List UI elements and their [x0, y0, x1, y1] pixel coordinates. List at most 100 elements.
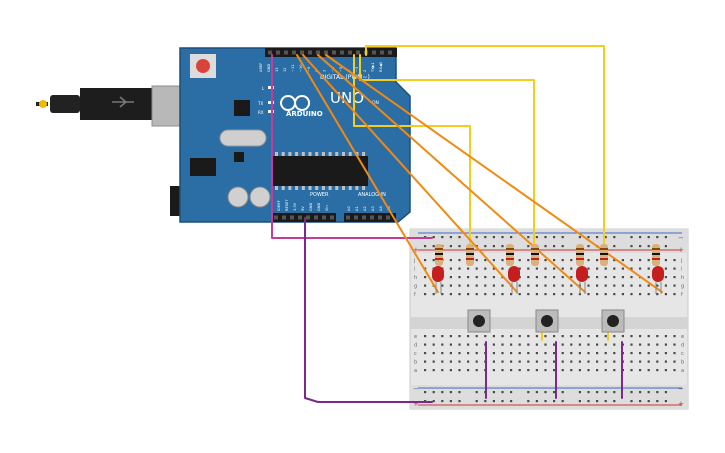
rail-hole	[441, 391, 444, 394]
resistor-4[interactable]	[435, 244, 443, 266]
terminal-hole	[544, 335, 547, 338]
terminal-hole	[596, 259, 599, 262]
rail-hole	[639, 400, 642, 403]
terminal-hole	[527, 284, 530, 287]
terminal-hole	[630, 284, 633, 287]
rail-hole	[492, 245, 495, 248]
terminal-hole	[639, 343, 642, 346]
rail-hole	[527, 245, 530, 248]
terminal-hole	[613, 284, 616, 287]
terminal-hole	[449, 293, 452, 296]
terminal-hole	[647, 369, 650, 372]
terminal-hole	[424, 352, 427, 355]
terminal-hole	[518, 293, 521, 296]
terminal-hole	[561, 293, 564, 296]
rail-hole	[613, 236, 616, 239]
rail-hole	[596, 400, 599, 403]
terminal-hole	[544, 284, 547, 287]
terminal-hole	[596, 343, 599, 346]
terminal-hole	[621, 259, 624, 262]
terminal-hole	[613, 267, 616, 270]
terminal-hole	[441, 360, 444, 363]
usb-plug-body	[80, 88, 152, 120]
terminal-hole	[475, 284, 478, 287]
terminal-hole	[647, 259, 650, 262]
terminal-hole	[664, 360, 667, 363]
reset-button[interactable]	[196, 59, 210, 73]
terminal-hole	[518, 335, 521, 338]
row-letter: g	[681, 284, 684, 290]
chip-pin	[275, 152, 278, 156]
rail-hole	[596, 391, 599, 394]
pushbutton-1[interactable]	[467, 309, 491, 333]
terminal-hole	[492, 284, 495, 287]
terminal-hole	[621, 267, 624, 270]
chip-pin	[315, 152, 319, 156]
resistor-2[interactable]	[531, 244, 539, 266]
terminal-hole	[553, 369, 556, 372]
terminal-hole	[561, 360, 564, 363]
terminal-hole	[596, 352, 599, 355]
power-label: POWER	[310, 192, 329, 198]
terminal-hole	[553, 352, 556, 355]
terminal-hole	[570, 293, 573, 296]
rail-hole	[561, 391, 564, 394]
terminal-hole	[467, 352, 470, 355]
terminal-hole	[639, 293, 642, 296]
terminal-hole	[544, 293, 547, 296]
led-red-2[interactable]	[508, 266, 520, 294]
terminal-hole	[458, 276, 461, 279]
rail-hole	[647, 245, 650, 248]
resistor-3[interactable]	[600, 244, 608, 266]
pin-label: RX◀0	[379, 61, 383, 72]
rail-hole	[656, 400, 659, 403]
rail-hole	[458, 400, 461, 403]
terminal-hole	[596, 267, 599, 270]
led-red-1[interactable]	[432, 266, 444, 294]
chip-pin	[355, 186, 359, 190]
rail-hole	[484, 236, 487, 239]
resistor-1[interactable]	[466, 244, 474, 266]
terminal-hole	[621, 293, 624, 296]
terminal-hole	[458, 284, 461, 287]
terminal-hole	[484, 335, 487, 338]
resistor-5[interactable]	[506, 244, 514, 266]
rail-hole	[630, 400, 633, 403]
terminal-hole	[518, 284, 521, 287]
rail-hole	[561, 400, 564, 403]
rail-hole	[527, 400, 530, 403]
terminal-hole	[630, 343, 633, 346]
bottom-rail-minus-sign: −	[413, 385, 419, 393]
led-tx-label: TX	[257, 101, 263, 106]
terminal-hole	[492, 276, 495, 279]
rail-hole	[501, 245, 504, 248]
terminal-hole	[510, 293, 513, 296]
header-hole	[282, 215, 286, 220]
rail-hole	[432, 245, 435, 248]
terminal-hole	[544, 276, 547, 279]
pushbutton-3[interactable]	[601, 309, 625, 333]
rail-hole	[587, 400, 590, 403]
resistor-7[interactable]	[652, 244, 660, 266]
terminal-hole	[535, 352, 538, 355]
terminal-hole	[561, 259, 564, 262]
terminal-hole	[664, 343, 667, 346]
rail-hole	[441, 236, 444, 239]
pushbutton-2[interactable]	[535, 309, 559, 333]
terminal-hole	[570, 343, 573, 346]
terminal-hole	[424, 259, 427, 262]
row-letter: e	[681, 334, 684, 340]
rail-hole	[475, 391, 478, 394]
led-red-3[interactable]	[576, 266, 588, 294]
header-hole	[372, 50, 376, 55]
terminal-hole	[527, 369, 530, 372]
terminal-hole	[535, 276, 538, 279]
led-red-4[interactable]	[652, 266, 664, 294]
resistor-6[interactable]	[576, 244, 584, 266]
terminal-hole	[535, 360, 538, 363]
rail-hole	[647, 400, 650, 403]
row-letter: i	[681, 267, 682, 273]
terminal-hole	[432, 360, 435, 363]
